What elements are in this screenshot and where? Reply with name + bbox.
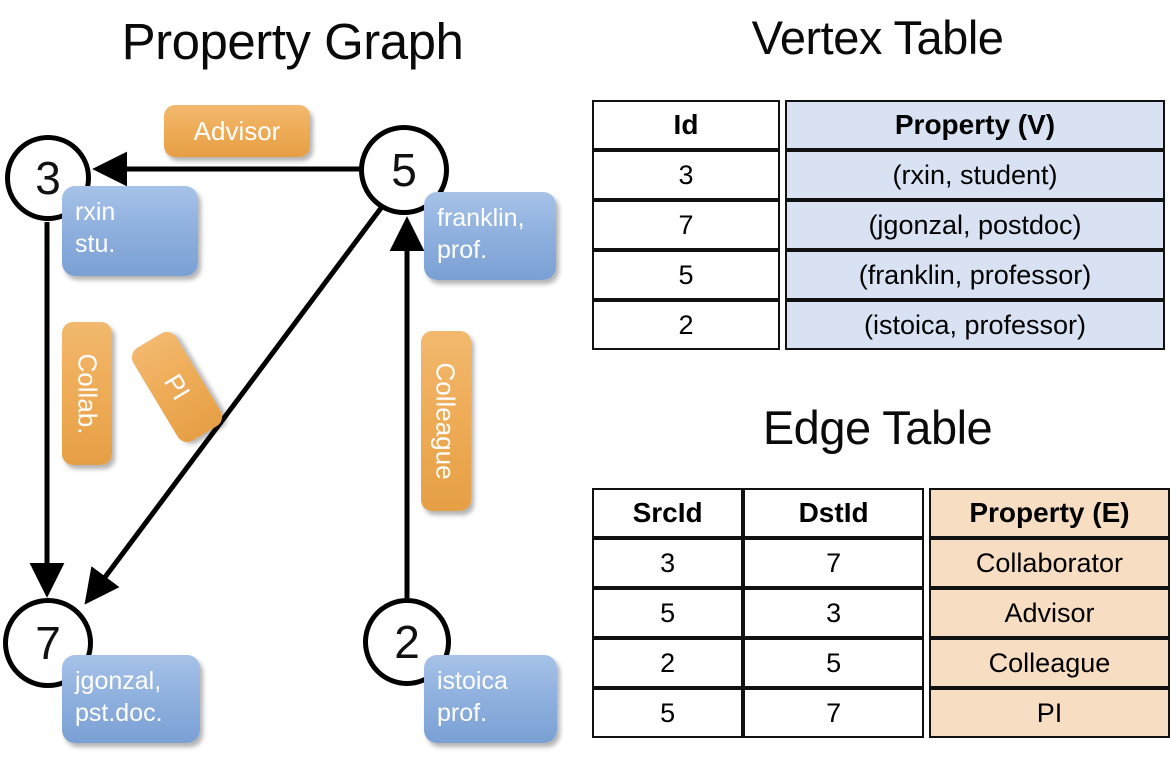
vertex-table-header-row: Id Property (V)	[592, 100, 1165, 150]
graph-node-3-label: 3	[35, 152, 61, 204]
vertex-row-2-property: (franklin, professor)	[785, 250, 1165, 300]
table-row[interactable]: 3 7 Collaborator	[592, 538, 1170, 588]
edge-row-2-dst: 5	[743, 638, 924, 688]
edge-row-3-dst: 7	[743, 688, 924, 738]
edge-row-1-src: 5	[592, 588, 744, 638]
graph-edges-layer	[29, 151, 425, 605]
edge-label-colleague-text: Colleague	[431, 362, 461, 480]
edge-row-3-src: 5	[592, 688, 744, 738]
edge-row-2-property: Colleague	[928, 638, 1170, 688]
edge-table-header-dstid: DstId	[743, 488, 924, 538]
vertex-row-1-property: (jgonzal, postdoc)	[785, 200, 1165, 250]
node-5-property-line-2: prof.	[437, 236, 488, 264]
node-5-property-box[interactable]: franklin, prof.	[424, 192, 556, 280]
edge-table-header-property: Property (E)	[928, 488, 1170, 538]
node-7-property-line-2: pst.doc.	[75, 699, 163, 727]
edge-row-0-property: Collaborator	[928, 538, 1170, 588]
table-row[interactable]: 5 (franklin, professor)	[592, 250, 1165, 300]
graph-node-5[interactable]: 5	[359, 125, 449, 215]
table-row[interactable]: 2 5 Colleague	[592, 638, 1170, 688]
vertex-table-header-property: Property (V)	[785, 100, 1165, 150]
edge-label-pi-text: PI	[157, 368, 197, 406]
vertex-row-3-id: 2	[592, 300, 780, 350]
vertex-row-2-id: 5	[592, 250, 780, 300]
table-row[interactable]: 5 7 PI	[592, 688, 1170, 738]
table-row[interactable]: 3 (rxin, student)	[592, 150, 1165, 200]
page-title-edge-table: Edge Table	[762, 401, 993, 454]
node-7-property-box[interactable]: jgonzal, pst.doc.	[62, 655, 200, 743]
edge-table: SrcId DstId Property (E) 3 7 Collaborato…	[592, 488, 1170, 738]
page-title-vertex-table: Vertex Table	[751, 11, 1004, 64]
vertex-table-header-id: Id	[592, 100, 780, 150]
vertex-row-0-id: 3	[592, 150, 780, 200]
table-row[interactable]: 5 3 Advisor	[592, 588, 1170, 638]
vertex-row-0-property: (rxin, student)	[785, 150, 1165, 200]
graph-node-2-label: 2	[394, 616, 420, 668]
node-7-property-line-1: jgonzal,	[75, 667, 162, 695]
edge-label-collab-text: Collab.	[72, 353, 102, 434]
edge-row-3-property: PI	[928, 688, 1170, 738]
edge-row-2-src: 2	[592, 638, 744, 688]
node-2-property-line-1: istoica	[437, 667, 508, 695]
vertex-row-3-property: (istoica, professor)	[785, 300, 1165, 350]
edge-row-1-dst: 3	[743, 588, 924, 638]
table-row[interactable]: 7 (jgonzal, postdoc)	[592, 200, 1165, 250]
edge-label-collab[interactable]: Collab.	[62, 322, 112, 465]
edge-row-0-src: 3	[592, 538, 744, 588]
edge-label-colleague[interactable]: Colleague	[421, 331, 471, 511]
vertex-table: Id Property (V) 3 (rxin, student) 7 (jgo…	[592, 100, 1165, 350]
node-5-property-line-1: franklin,	[437, 204, 525, 232]
edge-row-1-property: Advisor	[928, 588, 1170, 638]
table-row[interactable]: 2 (istoica, professor)	[592, 300, 1165, 350]
vertex-row-1-id: 7	[592, 200, 780, 250]
graph-node-5-label: 5	[391, 144, 417, 196]
node-2-property-box[interactable]: istoica prof.	[424, 655, 557, 743]
node-3-property-line-2: stu.	[75, 230, 116, 258]
property-graph-diagram: 3 5 7 2 rxin stu. franklin, prof. jgonza…	[3, 105, 557, 743]
node-2-property-line-2: prof.	[437, 699, 488, 727]
edge-label-advisor[interactable]: Advisor	[164, 105, 310, 157]
edge-row-0-dst: 7	[743, 538, 924, 588]
edge-table-header-row: SrcId DstId Property (E)	[592, 488, 1170, 538]
edge-label-advisor-text: Advisor	[193, 116, 281, 146]
graph-node-7-label: 7	[35, 617, 61, 669]
edge-5-to-7-pi	[84, 202, 387, 605]
node-3-property-box[interactable]: rxin stu.	[62, 186, 198, 276]
graph-node-2[interactable]: 2	[363, 598, 451, 686]
node-3-property-line-1: rxin	[75, 198, 116, 226]
page-title-property-graph: Property Graph	[121, 13, 464, 70]
edge-table-header-srcid: SrcId	[592, 488, 744, 538]
